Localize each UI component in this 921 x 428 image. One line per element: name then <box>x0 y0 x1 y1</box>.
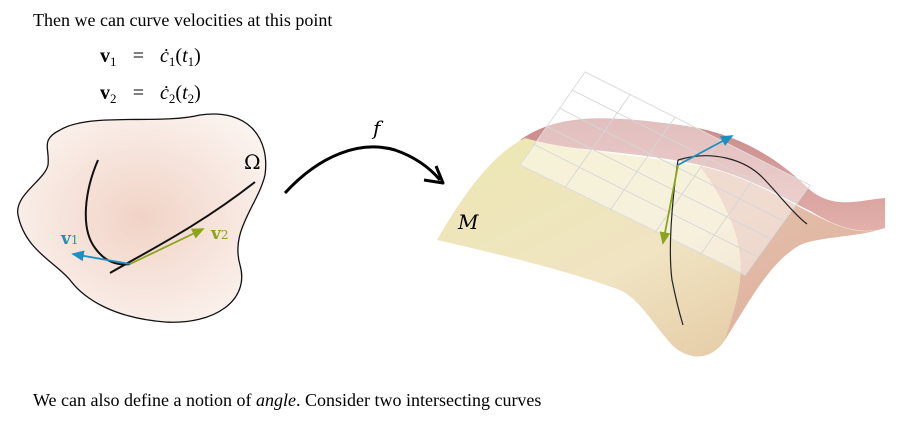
map-arrowhead <box>423 165 445 185</box>
eq1-arg-sub: 1 <box>187 54 195 69</box>
eq1-rhs-fn: ċ <box>160 45 169 67</box>
eq1-rhs-sub: 1 <box>168 54 176 69</box>
intro-text: Then we can curve velocities at this poi… <box>33 10 333 30</box>
domain-curve-1 <box>84 159 131 266</box>
domain-region <box>17 113 267 323</box>
v1-label-main: v <box>61 229 71 249</box>
equation-v1: v1 = ċ1(t1) <box>100 45 201 69</box>
outro-before: We can also define a notion of <box>33 390 256 410</box>
eq2-arg-sub: 2 <box>187 91 195 106</box>
eq2-lhs-sub: 2 <box>110 91 117 106</box>
outro-text: We can also define a notion of angle. Co… <box>33 390 541 411</box>
v2-label: v2 <box>211 224 229 244</box>
eq1-lhs-sub: 1 <box>110 54 117 69</box>
surface-curve-1 <box>669 159 684 326</box>
domain-label: Ω <box>244 150 261 174</box>
tangent-plane <box>519 71 811 276</box>
eq1-arg: t <box>182 45 188 67</box>
outro-emphasis: angle <box>255 390 296 410</box>
v2-arrow <box>129 228 205 265</box>
equation-v2: v2 = ċ2(t2) <box>100 82 201 106</box>
tangent-plane-grid <box>532 89 798 258</box>
surface-v1-arrow <box>677 135 734 166</box>
outro-after: . Consider two intersecting curves <box>295 390 542 410</box>
surface-back <box>520 118 885 231</box>
eq2-arg: t <box>182 82 188 104</box>
surface-curve-2 <box>677 155 808 225</box>
domain-curve-2 <box>109 181 256 274</box>
v1-arrow <box>71 250 131 265</box>
surface-main <box>437 138 885 357</box>
v2-label-main: v <box>211 224 221 244</box>
manifold-label: M <box>458 210 479 234</box>
eq2-rhs-sub: 2 <box>168 91 176 106</box>
v1-label: v1 <box>61 229 79 249</box>
eq1-lhs: v <box>100 45 110 67</box>
v2-label-sub: 2 <box>220 228 229 242</box>
surface-shade <box>700 166 885 340</box>
surface-v2-arrow <box>659 164 679 245</box>
v1-label-sub: 1 <box>70 233 79 247</box>
eq2-lhs: v <box>100 82 110 104</box>
map-label: f <box>373 116 381 140</box>
eq2-rhs-fn: ċ <box>160 82 169 104</box>
map-arrow <box>283 145 442 195</box>
